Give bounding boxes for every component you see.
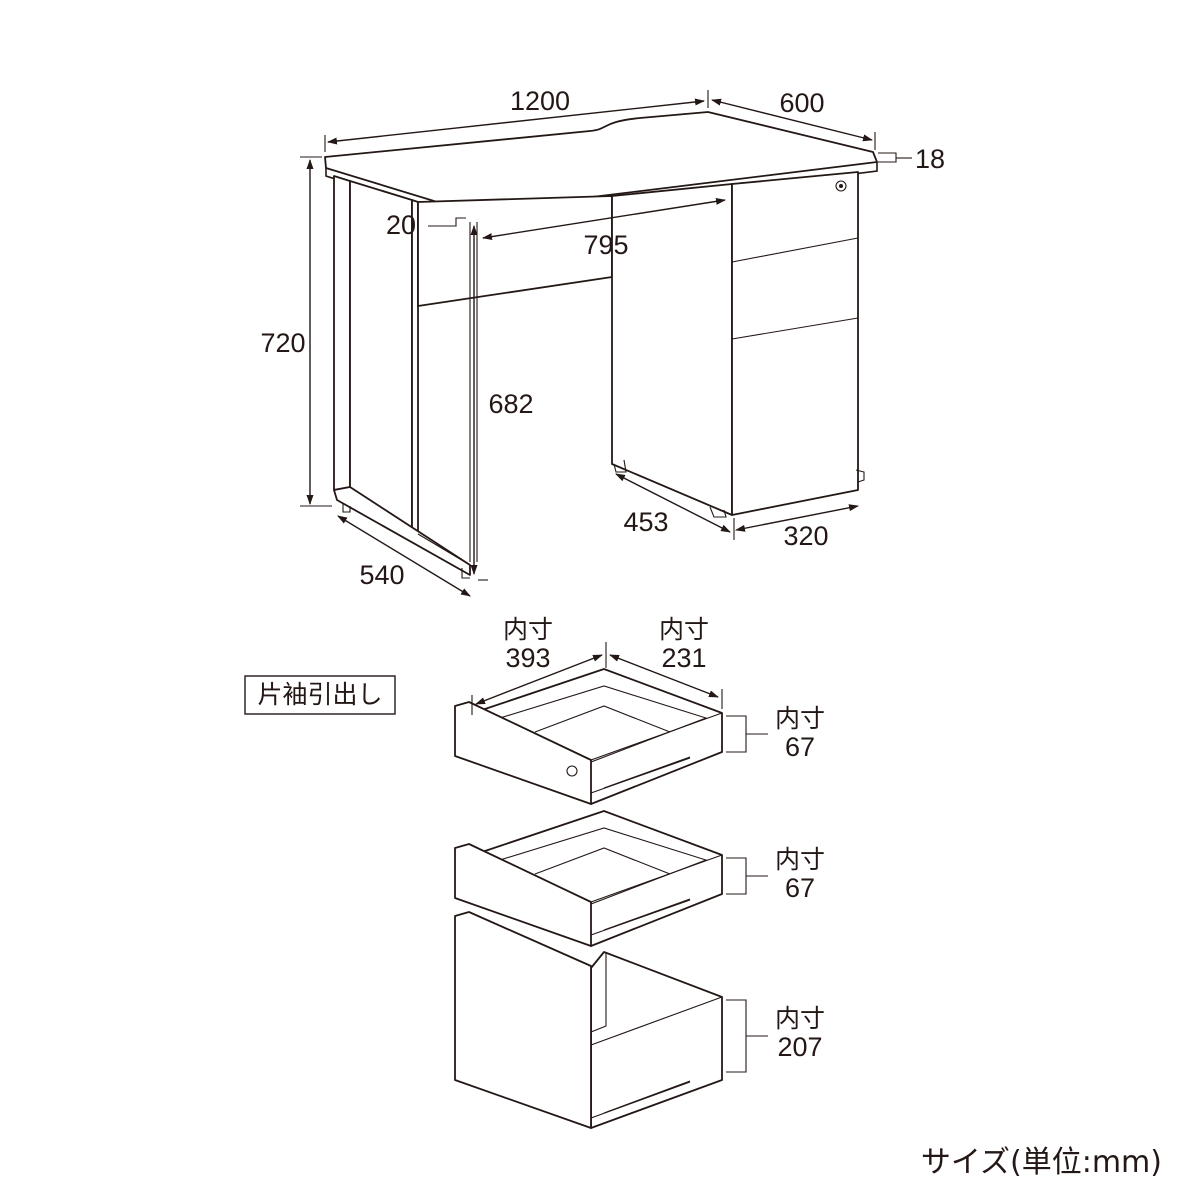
- dim-pedestal-width-label: 320: [783, 521, 828, 551]
- section-label: 片袖引出し: [257, 680, 382, 709]
- dim-top-thickness-label: 18: [915, 144, 945, 174]
- drawer-lock-icon: [566, 765, 578, 777]
- desk-pedestal-side: [611, 183, 733, 516]
- drawer1-height-label: 67: [785, 732, 815, 762]
- dim-knee-width-label: 795: [583, 230, 628, 260]
- unit-caption: サイズ(単位:mm): [921, 1145, 1162, 1180]
- desk-left-panel: [333, 175, 351, 491]
- drawer3-height-label: 207: [777, 1032, 822, 1062]
- inner-width-label: 393: [505, 643, 550, 673]
- drawer-1: [454, 668, 723, 805]
- drawer-3: 内寸 207: [454, 911, 825, 1129]
- inner-depth-label: 231: [661, 643, 706, 673]
- drawer2-height-label: 67: [785, 873, 815, 903]
- drawer-dimensions: 内寸 393 内寸 231 内寸 67: [471, 615, 825, 762]
- section-label-box: 片袖引出し: [244, 675, 396, 715]
- desk-pedestal-front: [731, 171, 859, 516]
- dim-height-label: 720: [260, 328, 305, 358]
- drawer-2: 内寸 67: [454, 810, 825, 947]
- dim-depth-label: 600: [779, 88, 824, 118]
- lock-icon: [835, 180, 847, 192]
- desk-drawing: [324, 111, 878, 579]
- drawer3-height-caption: 内寸: [775, 1004, 825, 1033]
- dim-knee-height-label: 682: [488, 389, 533, 419]
- drawer1-height-caption: 内寸: [775, 704, 825, 733]
- dim-leg-depth-label: 540: [359, 560, 404, 590]
- dim-width-label: 1200: [510, 86, 570, 116]
- inner-depth-caption: 内寸: [659, 615, 709, 644]
- inner-width-caption: 内寸: [503, 615, 553, 644]
- dim-apron-offset-label: 20: [386, 210, 416, 240]
- drawer2-height-caption: 内寸: [775, 845, 825, 874]
- dim-pedestal-depth-label: 453: [623, 507, 668, 537]
- desk-dimensions: 1200 600 18 720 20 795 682 540 453: [260, 86, 945, 597]
